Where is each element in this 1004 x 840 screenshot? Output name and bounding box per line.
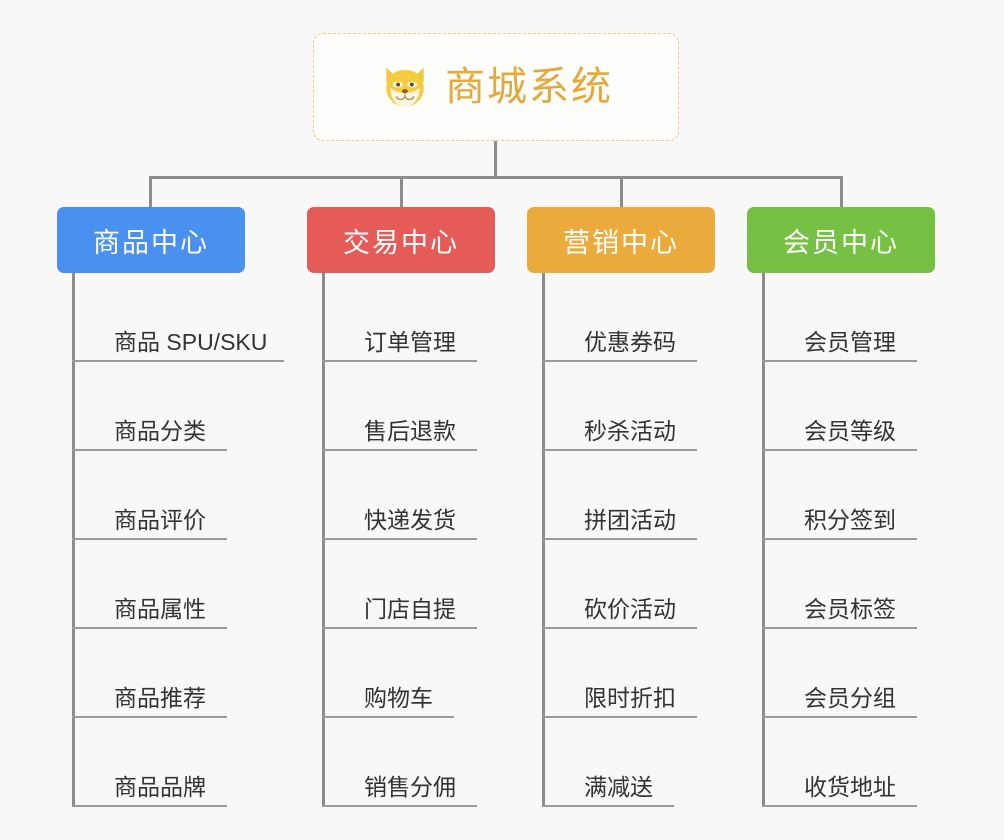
leaf-item[interactable]: 商品评价 — [72, 451, 227, 540]
leaf-item[interactable]: 售后退款 — [322, 362, 477, 451]
shiba-dog-face-icon — [386, 67, 424, 107]
branch-spine — [72, 273, 75, 807]
leaf-label: 拼团活动 — [584, 506, 676, 533]
leaf-underline — [762, 805, 917, 807]
leaf-underline — [322, 449, 477, 451]
leaf-item[interactable]: 订单管理 — [322, 273, 477, 362]
root-node[interactable]: 商城系统 — [313, 33, 679, 141]
leaf-label: 会员标签 — [804, 595, 896, 622]
branch-header-label: 营销中心 — [563, 227, 679, 258]
leaf-underline — [322, 360, 477, 362]
connector-bus — [149, 176, 843, 179]
leaf-underline — [542, 538, 697, 540]
connector-branch-drop-3 — [620, 176, 623, 209]
leaf-label: 商品属性 — [114, 595, 206, 622]
connector-root-drop — [494, 141, 497, 179]
leaf-item[interactable]: 积分签到 — [762, 451, 917, 540]
leaf-underline — [322, 805, 477, 807]
leaf-underline — [72, 538, 227, 540]
leaf-underline — [542, 716, 697, 718]
leaf-label: 快递发货 — [364, 506, 456, 533]
leaf-label: 商品分类 — [114, 417, 206, 444]
leaf-item[interactable]: 会员管理 — [762, 273, 917, 362]
leaf-underline — [72, 449, 227, 451]
branch-spine — [762, 273, 765, 807]
leaf-label: 商品 SPU/SKU — [114, 328, 268, 355]
leaf-label: 商品品牌 — [114, 773, 206, 800]
leaf-label: 订单管理 — [364, 328, 456, 355]
leaf-label: 门店自提 — [364, 595, 456, 622]
leaf-label: 会员分组 — [804, 684, 896, 711]
leaf-item[interactable]: 优惠券码 — [542, 273, 697, 362]
leaf-item[interactable]: 会员分组 — [762, 629, 917, 718]
leaf-underline — [322, 627, 477, 629]
leaf-label: 购物车 — [364, 684, 433, 711]
branch-header-label: 商品中心 — [93, 227, 209, 258]
leaf-item[interactable]: 商品属性 — [72, 540, 227, 629]
leaf-item[interactable]: 购物车 — [322, 629, 454, 718]
branch-header-交易中心[interactable]: 交易中心 — [307, 207, 495, 273]
connector-branch-drop-4 — [840, 176, 843, 209]
leaf-item[interactable]: 商品分类 — [72, 362, 227, 451]
leaf-label: 满减送 — [584, 773, 653, 800]
branch-spine — [542, 273, 545, 807]
leaf-underline — [322, 716, 454, 718]
leaf-label: 砍价活动 — [584, 595, 676, 622]
leaf-item[interactable]: 商品推荐 — [72, 629, 227, 718]
leaf-item[interactable]: 商品品牌 — [72, 718, 227, 807]
branch-header-label: 会员中心 — [783, 227, 899, 258]
root-title: 商城系统 — [445, 65, 613, 109]
leaf-label: 会员管理 — [804, 328, 896, 355]
leaf-item[interactable]: 秒杀活动 — [542, 362, 697, 451]
leaf-label: 优惠券码 — [584, 328, 676, 355]
leaf-label: 积分签到 — [804, 506, 896, 533]
leaf-underline — [542, 449, 697, 451]
leaf-underline — [542, 627, 697, 629]
leaf-underline — [72, 716, 227, 718]
leaf-label: 会员等级 — [804, 417, 896, 444]
leaf-item[interactable]: 限时折扣 — [542, 629, 697, 718]
branch-header-商品中心[interactable]: 商品中心 — [57, 207, 245, 273]
leaf-underline — [762, 627, 917, 629]
branch-header-会员中心[interactable]: 会员中心 — [747, 207, 935, 273]
leaf-underline — [762, 360, 917, 362]
branch-header-营销中心[interactable]: 营销中心 — [527, 207, 715, 273]
leaf-underline — [542, 360, 697, 362]
leaf-underline — [322, 538, 477, 540]
leaf-label: 收货地址 — [804, 773, 896, 800]
leaf-underline — [762, 716, 917, 718]
leaf-item[interactable]: 销售分佣 — [322, 718, 477, 807]
leaf-item[interactable]: 商品 SPU/SKU — [72, 273, 284, 362]
leaf-underline — [72, 627, 227, 629]
leaf-underline — [72, 360, 284, 362]
leaf-item[interactable]: 快递发货 — [322, 451, 477, 540]
branch-header-label: 交易中心 — [343, 227, 459, 258]
connector-branch-drop-2 — [400, 176, 403, 209]
leaf-item[interactable]: 会员标签 — [762, 540, 917, 629]
leaf-underline — [762, 538, 917, 540]
leaf-item[interactable]: 满减送 — [542, 718, 674, 807]
leaf-item[interactable]: 收货地址 — [762, 718, 917, 807]
leaf-label: 售后退款 — [364, 417, 456, 444]
leaf-label: 商品评价 — [114, 506, 206, 533]
leaf-label: 销售分佣 — [364, 773, 456, 800]
branch-spine — [322, 273, 325, 807]
leaf-item[interactable]: 会员等级 — [762, 362, 917, 451]
leaf-underline — [762, 449, 917, 451]
leaf-label: 限时折扣 — [584, 684, 676, 711]
leaf-label: 秒杀活动 — [584, 417, 676, 444]
leaf-underline — [72, 805, 227, 807]
leaf-label: 商品推荐 — [114, 684, 206, 711]
leaf-item[interactable]: 拼团活动 — [542, 451, 697, 540]
leaf-item[interactable]: 砍价活动 — [542, 540, 697, 629]
leaf-item[interactable]: 门店自提 — [322, 540, 477, 629]
connector-branch-drop-1 — [149, 176, 152, 209]
leaf-underline — [542, 805, 674, 807]
